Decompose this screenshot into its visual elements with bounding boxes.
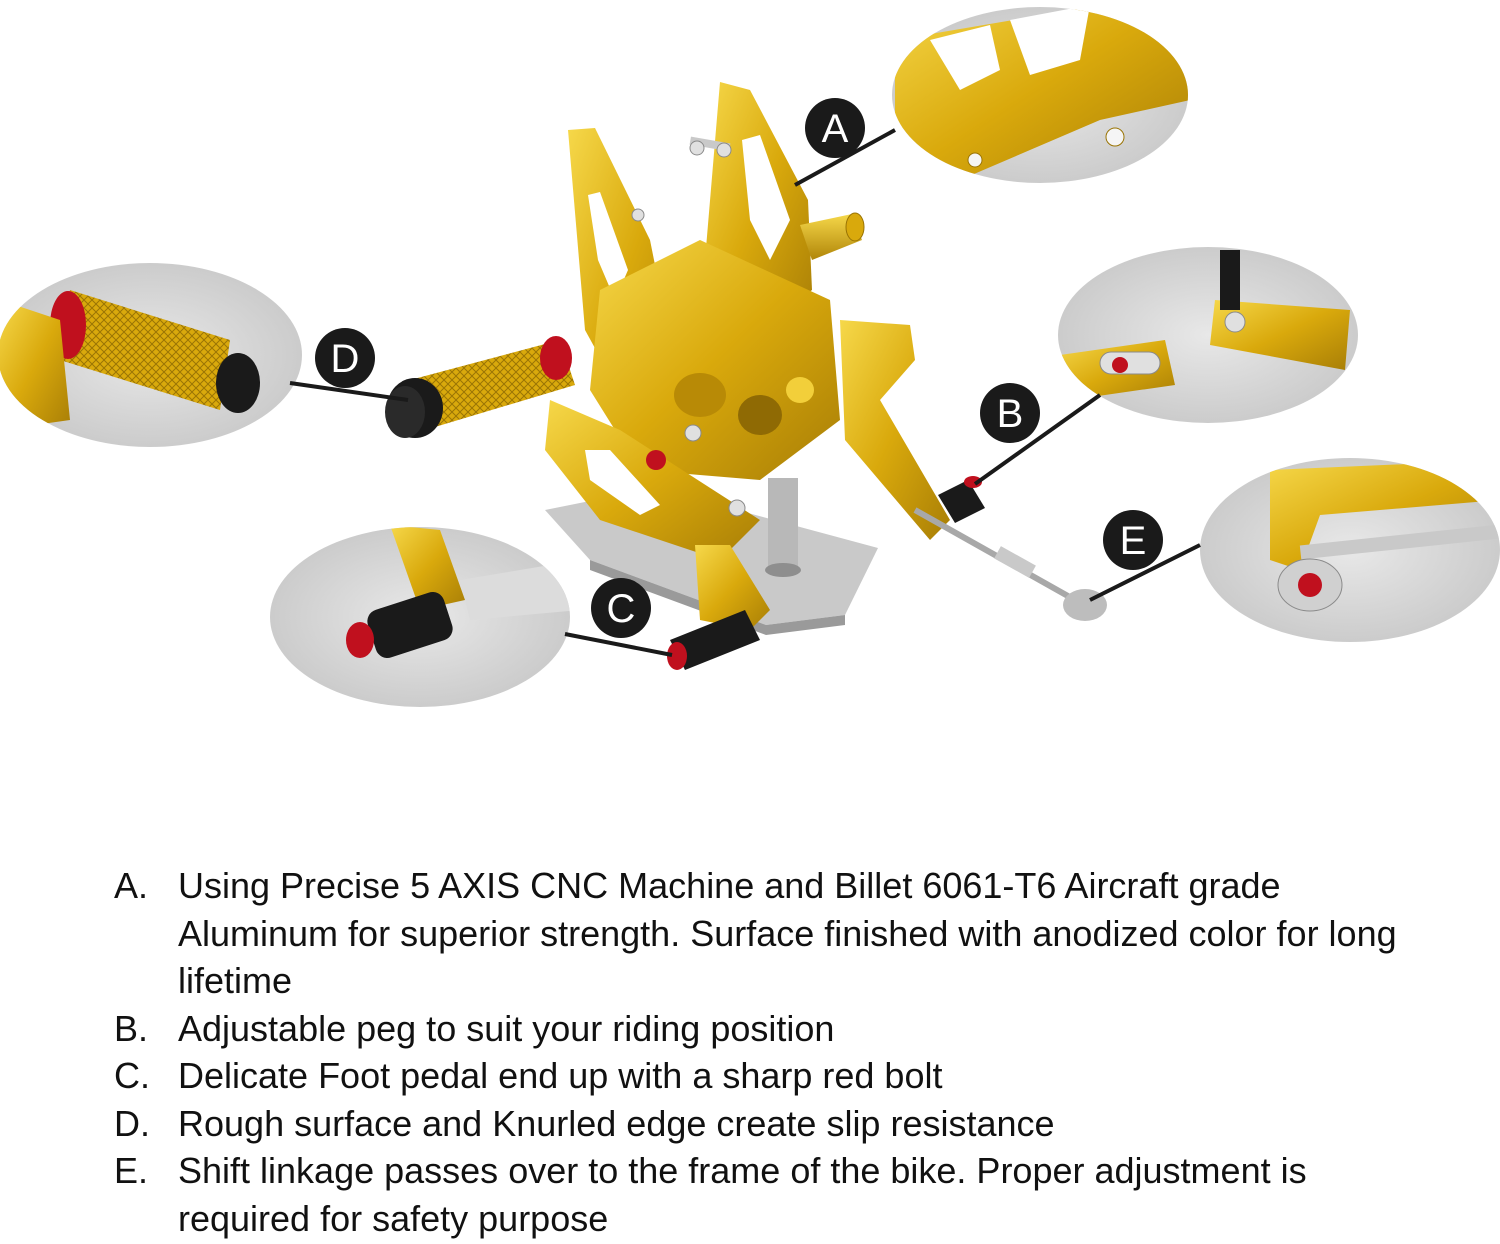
feature-text: Adjustable peg to suit your riding posit… [178, 1007, 835, 1049]
shift-lever-arm [840, 320, 950, 540]
callout-badge-b: B [980, 383, 1040, 443]
leader-line-e [1089, 543, 1201, 602]
feature-item-a: A. Using Precise 5 AXIS CNC Machine and … [114, 862, 1474, 1005]
feature-list: A. Using Precise 5 AXIS CNC Machine and … [114, 862, 1474, 1242]
callout-badge-e: E [1103, 510, 1163, 570]
leader-line-d [289, 381, 409, 402]
brake-pedal-arm [695, 545, 770, 630]
leader-line-b [973, 393, 1102, 486]
zoom-detail-b [1058, 247, 1358, 423]
callout-badge-d: D [315, 328, 375, 388]
feature-letter: C. [114, 1055, 150, 1096]
shift-peg-rubber [938, 476, 985, 523]
callout-badge-c: C [591, 578, 651, 638]
callout-letter-c: C [607, 587, 636, 631]
callout-letter-e: E [1120, 519, 1147, 563]
lower-brace [545, 400, 760, 560]
product-figure: A B C D E [0, 7, 1500, 707]
leader-line-a [794, 128, 896, 187]
knurled-foot-peg [385, 336, 575, 438]
feature-item-e: E. Shift linkage passes over to the fram… [114, 1147, 1474, 1242]
rearset-assembly [385, 82, 1107, 670]
callout-letter-a: A [822, 107, 849, 151]
callout-badge-a: A [805, 98, 865, 158]
callout-letter-b: B [997, 392, 1024, 436]
base-post [768, 478, 798, 570]
callout-letter-d: D [331, 337, 360, 381]
brake-pedal-rubber [667, 610, 760, 670]
feature-item-c: C. Delicate Foot pedal end up with a sha… [114, 1052, 1474, 1100]
zoom-detail-e [1200, 458, 1500, 642]
feature-letter: A. [114, 865, 149, 906]
zoom-detail-a [892, 7, 1188, 183]
feature-text: Delicate Foot pedal end up with a sharp … [178, 1055, 943, 1096]
shift-linkage-rod [913, 507, 1107, 621]
feature-text: Rough surface and Knurled edge create sl… [178, 1102, 1055, 1144]
leader-line-c [564, 632, 673, 657]
zoom-detail-c [270, 527, 570, 707]
zoom-detail-d [0, 263, 302, 447]
base-plate-edge [590, 560, 845, 635]
feature-letter: B. [114, 1007, 149, 1049]
feature-letter: D. [114, 1102, 150, 1144]
feature-text: Using Precise 5 AXIS CNC Machine and Bil… [178, 865, 1397, 1001]
feature-item-b: B. Adjustable peg to suit your riding po… [114, 1005, 1474, 1053]
feature-text: Shift linkage passes over to the frame o… [178, 1150, 1307, 1239]
feature-letter: E. [114, 1150, 149, 1191]
feature-item-d: D. Rough surface and Knurled edge create… [114, 1100, 1474, 1148]
